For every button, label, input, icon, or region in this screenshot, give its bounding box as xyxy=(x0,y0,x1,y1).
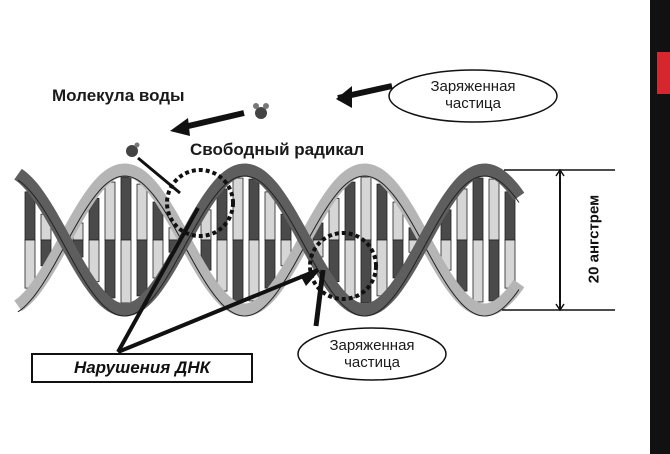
base-pair-top xyxy=(120,176,132,241)
base-pair-top xyxy=(136,183,148,241)
base-pair-top xyxy=(376,183,388,241)
base-pairs xyxy=(24,176,516,304)
base-pair-bottom xyxy=(216,239,228,292)
scale-bracket xyxy=(502,168,615,312)
base-pair-top xyxy=(344,181,356,241)
charged-particle-oval-top xyxy=(388,69,558,123)
damage-circle-1 xyxy=(165,168,235,238)
dna-strands xyxy=(14,163,525,317)
dna-strand-b xyxy=(14,163,525,317)
damage-circle-2 xyxy=(308,231,378,301)
base-pair-bottom xyxy=(232,239,244,303)
damage-pointer-1 xyxy=(116,207,200,353)
charged-particle-top-line1: Заряженная xyxy=(430,78,516,95)
base-pair-top xyxy=(488,178,500,241)
base-pair-top xyxy=(104,181,116,241)
charged-particle-oval-bottom xyxy=(297,327,447,381)
slide-edge-bar xyxy=(650,0,670,454)
slide-accent-bar xyxy=(657,52,670,94)
base-pair-top xyxy=(456,188,468,241)
damage-pointer-head xyxy=(300,270,320,286)
free-radical-icon xyxy=(126,142,140,157)
base-pair-bottom xyxy=(360,239,372,304)
dna-strand-a-edge xyxy=(17,175,520,317)
base-pair-bottom xyxy=(456,239,468,292)
base-pair-top xyxy=(248,178,260,241)
base-pair-bottom xyxy=(120,239,132,304)
scale-label: 20 ангстрем xyxy=(585,194,603,284)
base-pair-bottom xyxy=(376,239,388,297)
charged-particle-bottom-line2: частица xyxy=(344,354,400,371)
water-arrowhead xyxy=(170,118,190,136)
charged-particle-arrowhead-top xyxy=(336,86,352,108)
base-pair-top xyxy=(216,188,228,241)
base-pair-top xyxy=(360,176,372,241)
charged-particle-label-top: Заряженная частица xyxy=(405,78,541,112)
water-molecule-icon xyxy=(253,103,269,119)
water-molecule-label: Молекула воды xyxy=(52,86,185,105)
dna-strand-a xyxy=(14,163,525,317)
dna-damage-label: Нарушения ДНК xyxy=(73,358,211,377)
charged-particle-arrow-bottom xyxy=(313,269,326,327)
charged-particle-bottom-line1: Заряженная xyxy=(329,337,415,354)
base-pair-bottom xyxy=(248,239,260,302)
base-pair-top xyxy=(472,177,484,241)
water-arrow xyxy=(183,110,245,130)
free-radical-label: Свободный радикал xyxy=(190,140,365,159)
base-pair-bottom xyxy=(472,239,484,303)
damage-pointer-2 xyxy=(117,268,319,354)
base-pair-bottom xyxy=(344,239,356,299)
base-pair-bottom xyxy=(136,239,148,297)
charged-particle-label-bottom: Заряженная частица xyxy=(306,337,438,371)
base-pair-top xyxy=(232,177,244,241)
base-pair-bottom xyxy=(488,239,500,302)
base-pair-bottom xyxy=(104,239,116,299)
dna-strand-b-edge xyxy=(17,175,520,317)
charged-particle-top-line2: частица xyxy=(445,95,501,112)
dna-damage-box xyxy=(31,353,253,383)
